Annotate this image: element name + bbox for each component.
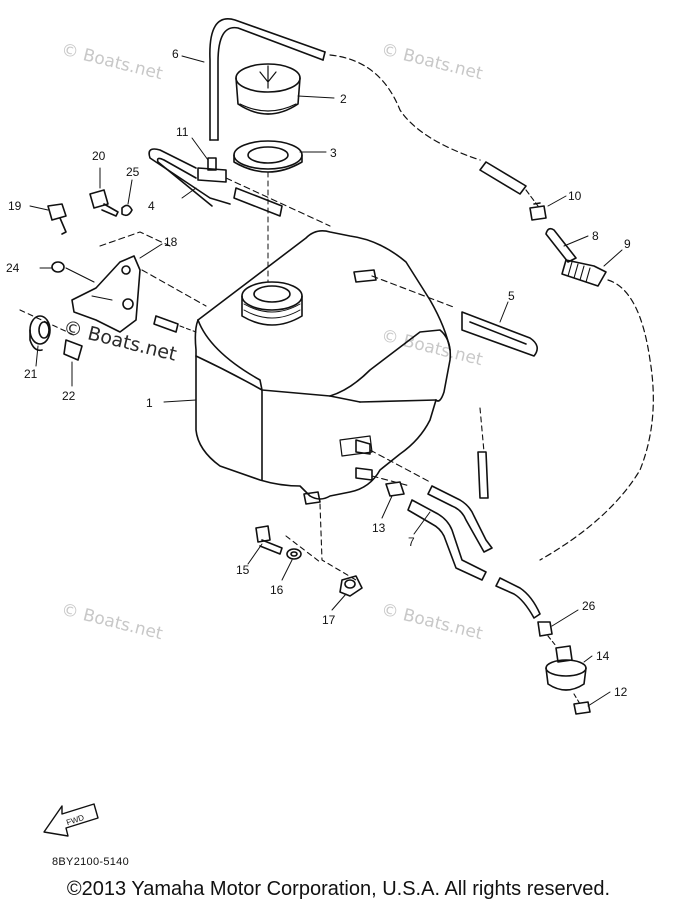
callout-21: 21	[24, 367, 38, 381]
callout-5: 5	[508, 289, 515, 303]
fuel-filter-part-14	[545, 645, 587, 691]
callout-16: 16	[270, 583, 284, 597]
breather-hose-part-4	[148, 148, 231, 207]
vent-route-line	[539, 279, 654, 561]
vent-route-line	[479, 407, 485, 453]
washer-part-16	[286, 548, 302, 560]
vent-route-line	[319, 503, 357, 581]
part-code: 8BY2100-5140	[52, 856, 129, 868]
hose-part-8	[545, 227, 577, 263]
vent-route-line	[573, 693, 581, 705]
vent-route-line	[65, 267, 95, 283]
callout-19: 19	[8, 199, 22, 213]
vent-route-line	[369, 449, 431, 483]
callout-11: 11	[176, 125, 189, 139]
callout-15: 15	[236, 563, 250, 577]
callout-25: 25	[126, 165, 140, 179]
callout-18: 18	[164, 235, 178, 249]
callout-2: 2	[340, 92, 347, 106]
hose-part-5	[461, 311, 538, 357]
fuel-tank-part-1	[194, 230, 452, 505]
vent-route-line	[285, 535, 321, 563]
clamp-part-13	[385, 481, 405, 497]
callout-22: 22	[62, 389, 76, 403]
vent-hose-part-6	[209, 18, 326, 141]
hose-segment	[233, 187, 283, 217]
clamp-part-26	[537, 621, 553, 637]
bolt-part-20	[89, 189, 119, 217]
vent-route-line	[547, 635, 557, 647]
vent-route-line	[141, 269, 207, 307]
bushing-part-21	[29, 315, 51, 352]
callout-7: 7	[408, 535, 415, 549]
bolt-part-15	[255, 525, 283, 555]
callout-6: 6	[172, 47, 179, 61]
vent-route-line	[19, 309, 77, 337]
callout-14: 14	[596, 649, 610, 663]
bolt	[153, 315, 179, 333]
vent-route-line	[225, 177, 331, 227]
callout-4: 4	[148, 199, 155, 213]
vent-route-line	[371, 275, 457, 309]
t-joint-part-11	[197, 157, 227, 183]
leader-lines	[29, 55, 623, 707]
callout-20: 20	[92, 149, 106, 163]
callout-26: 26	[582, 599, 596, 613]
nut-part-24	[51, 261, 65, 273]
clamp-part-12	[573, 701, 591, 715]
bracket-part-18	[71, 255, 141, 333]
fwd-arrow-icon: FWD	[43, 803, 99, 837]
vent-route-line	[179, 325, 197, 333]
copyright-notice: ©2013 Yamaha Motor Corporation, U.S.A. A…	[66, 878, 611, 900]
callout-3: 3	[330, 146, 337, 160]
hose-segment	[477, 451, 489, 499]
filler-cap-part-2	[235, 63, 301, 115]
callout-12: 12	[614, 685, 628, 699]
callout-8: 8	[592, 229, 599, 243]
collar-part-22	[63, 339, 83, 361]
vent-route-line	[371, 475, 411, 487]
bolt-part-19	[47, 203, 67, 235]
callout-24: 24	[6, 261, 20, 275]
callout-17: 17	[322, 613, 336, 627]
hose-segment	[479, 161, 527, 195]
grommet-part-17	[339, 575, 363, 597]
fuel-hose-part-7	[407, 485, 493, 581]
callout-9: 9	[624, 237, 631, 251]
clip-part-25	[121, 204, 133, 217]
hose-segment	[495, 577, 541, 619]
filter-part-9	[561, 259, 607, 287]
clamp-part-10	[529, 202, 547, 221]
vent-route-line	[99, 231, 171, 247]
callout-13: 13	[372, 521, 386, 535]
cap-gasket-part-3	[233, 140, 303, 173]
callout-1: 1	[146, 396, 153, 410]
vent-route-line	[329, 54, 481, 161]
callout-10: 10	[568, 189, 582, 203]
